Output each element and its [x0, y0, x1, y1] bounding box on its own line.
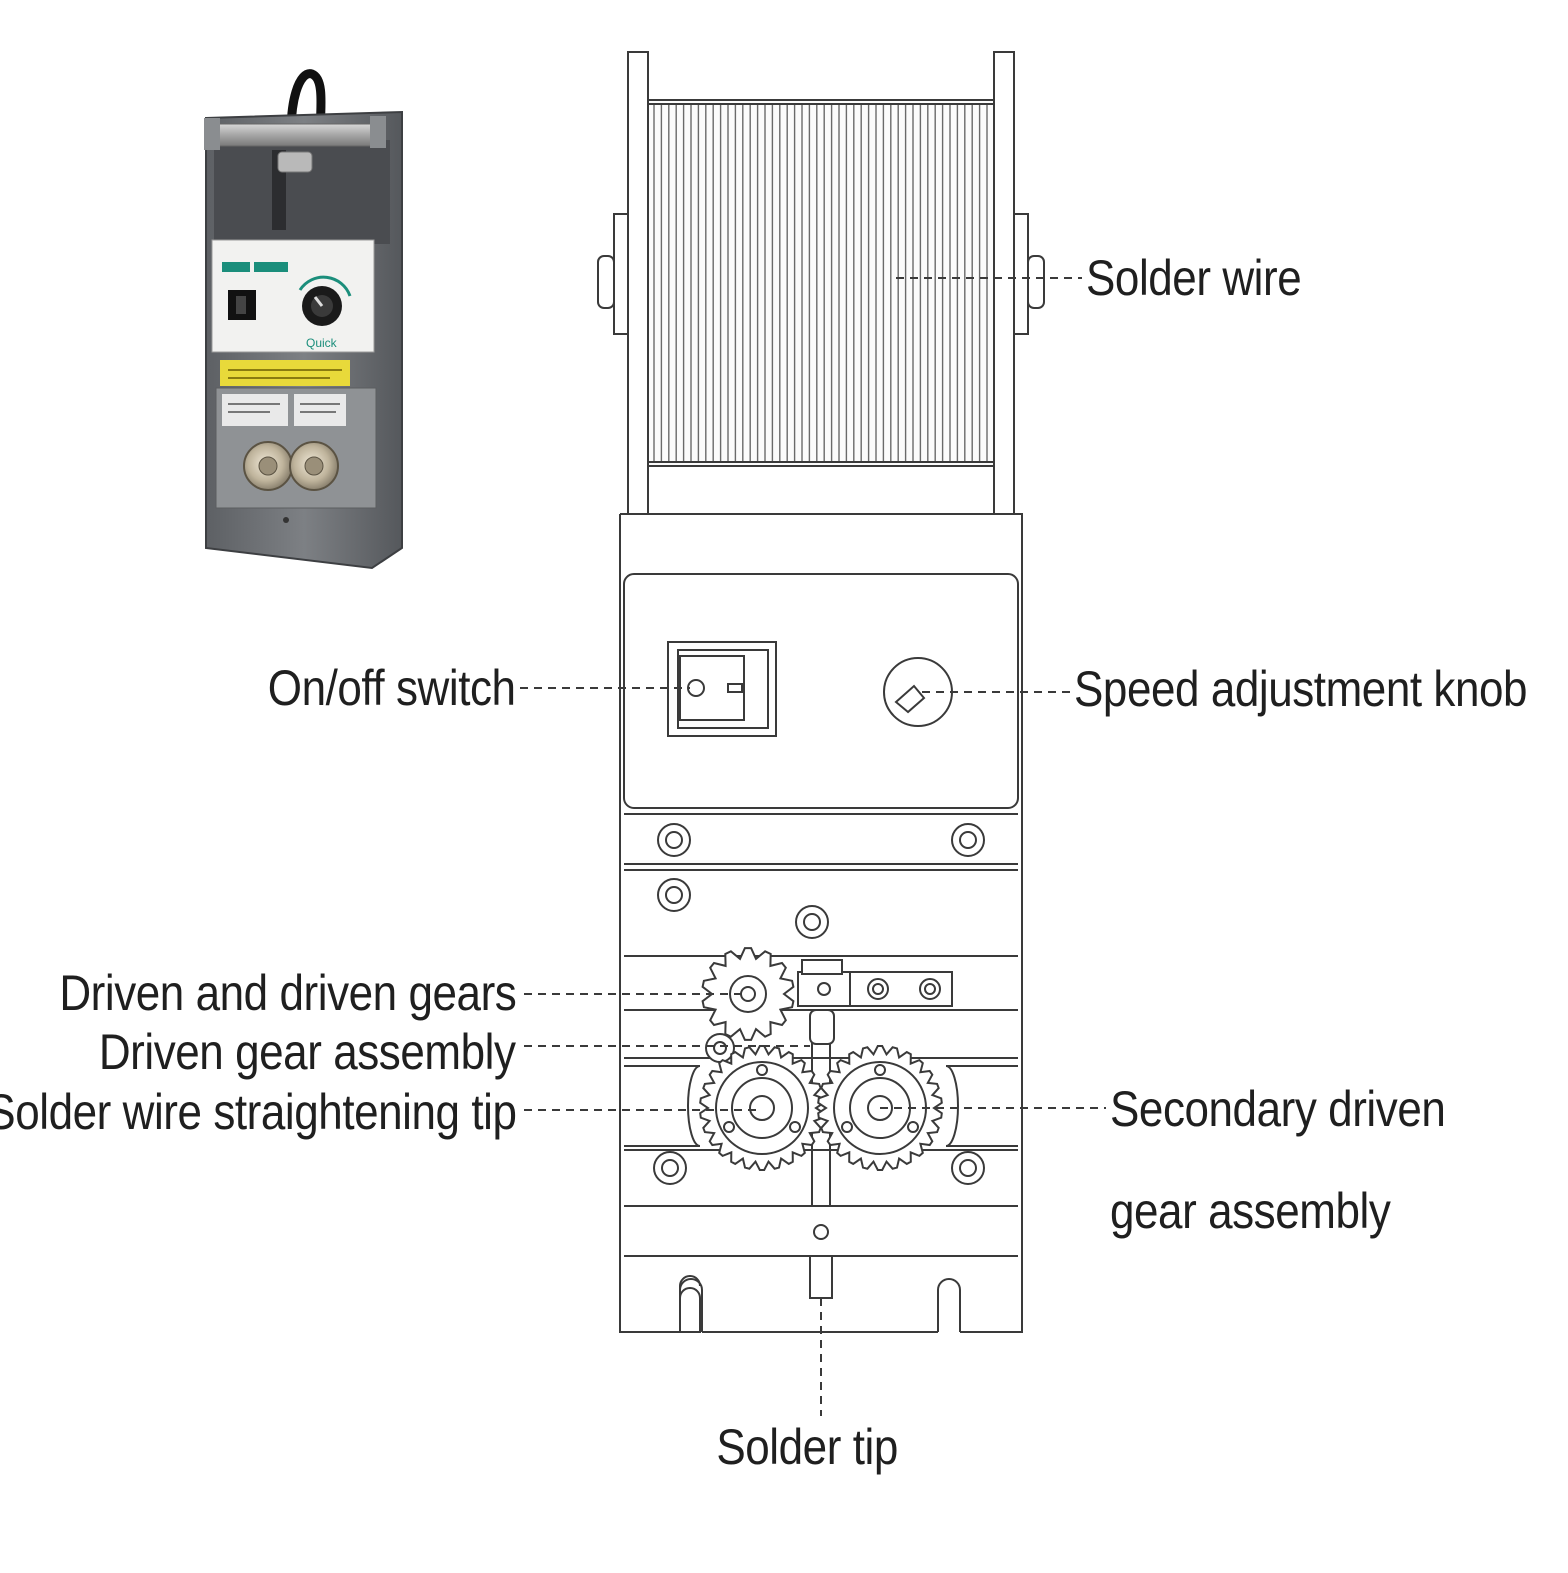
leader-lines: [520, 277, 1106, 1416]
label-solder-wire: Solder wire: [1086, 250, 1302, 306]
solder-wire-windings: [653, 104, 988, 462]
mounting-screws: [653, 823, 985, 1240]
gear-train: [699, 947, 943, 1171]
product-photo: Quick: [204, 69, 403, 570]
label-driven-gears: Driven and driven gears: [58, 965, 516, 1021]
on-off-switch-drawing: [667, 641, 777, 737]
feeder-schematic: [597, 51, 1045, 1333]
label-straightening-tip: Solder wire straightening tip: [0, 1084, 516, 1140]
small-drive-gear: [701, 947, 795, 1041]
wire-guide-block: [797, 959, 953, 1045]
idler-gear: [705, 1033, 735, 1063]
spool: [597, 51, 1045, 515]
driven-gear-assembly-gear: [699, 1045, 825, 1171]
label-secondary-driven-line2: gear assembly: [1110, 1183, 1391, 1239]
feeder-body: [619, 513, 1023, 1333]
label-secondary-driven-line1: Secondary driven: [1110, 1081, 1446, 1137]
label-on-off-switch: On/off switch: [268, 660, 516, 716]
label-driven-gear-assembly: Driven gear assembly: [99, 1024, 516, 1080]
label-solder-tip: Solder tip: [716, 1419, 898, 1475]
brand-logo: Quick: [306, 336, 338, 350]
label-speed-adjustment-knob: Speed adjustment knob: [1074, 661, 1528, 717]
